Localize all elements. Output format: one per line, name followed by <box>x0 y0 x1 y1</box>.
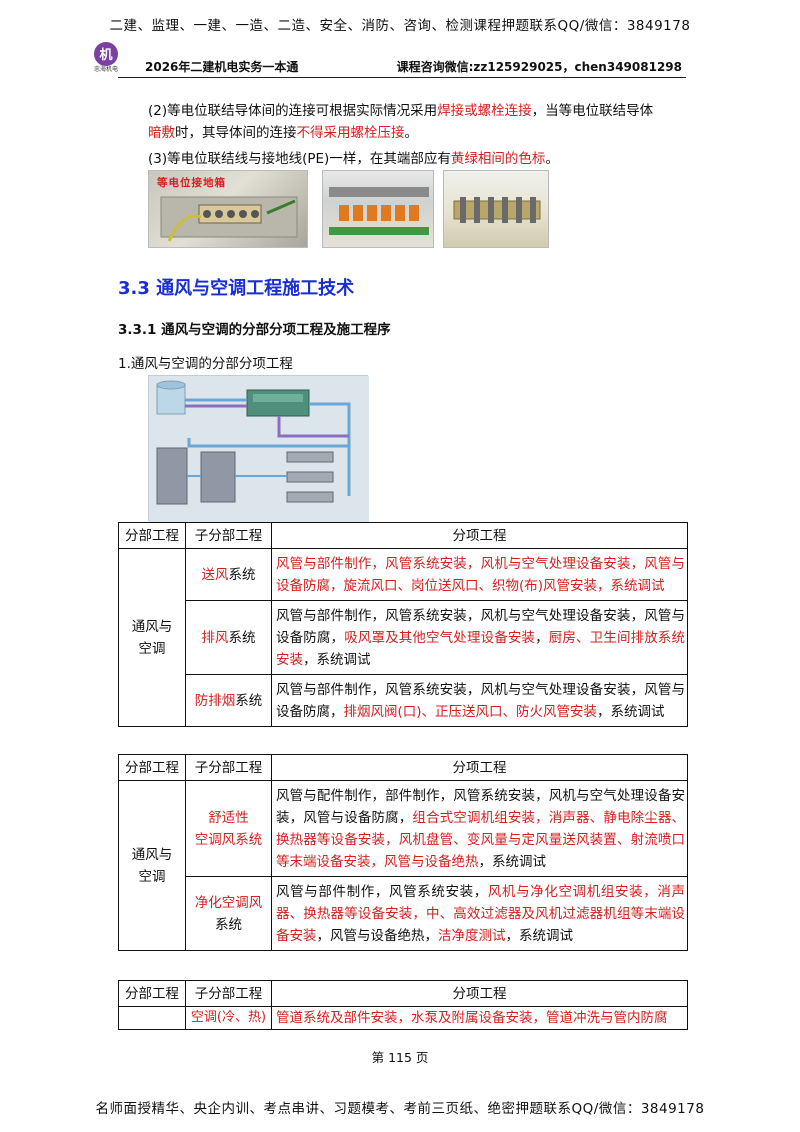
items-cell: 风管与部件制作，风管系统安装，风机与空气处理设备安装，风管与设备防腐，旋流风口、… <box>271 548 688 601</box>
table-row: 排风系统 风管与部件制作，风管系统安装，风机与空气处理设备安装，风管与设备防腐，… <box>119 600 688 675</box>
logo-caption: 忠海机电 <box>93 66 118 73</box>
table-row: 通风与 空调 送风系统 风管与部件制作，风管系统安装，风机与空气处理设备安装，风… <box>118 548 688 727</box>
items-cell: 风管与部件制作，风管系统安装，风机与空气处理设备安装，风管与设备防腐，吸风罩及其… <box>271 600 688 675</box>
highlight: 焊接或螺栓连接 <box>437 103 532 119</box>
section-heading-3-3-1: 3.3.1 通风与空调的分部分项工程及施工程序 <box>118 322 391 338</box>
photo-label: 等电位接地箱 <box>157 177 226 189</box>
division-cell <box>118 1006 186 1030</box>
header-items: 分项工程 <box>271 522 688 549</box>
highlight: 不得采用螺栓压接 <box>296 125 405 141</box>
highlight: 送风 <box>201 566 229 583</box>
text: 风管与部件制作，风管系统安装，风机与空气处理设备安装，风管与设备防腐， <box>276 681 685 720</box>
text: 风管与部件制作，风管系统安装， <box>276 883 488 900</box>
items-cell: 风管与部件制作，风管系统安装，风机与空气处理设备安装，风管与设备防腐，排烟风阀(… <box>271 674 688 727</box>
table-header-row: 分部工程 子分部工程 分项工程 <box>118 980 688 1007</box>
table-row: 防排烟系统 风管与部件制作，风管系统安装，风机与空气处理设备安装，风管与设备防腐… <box>119 674 688 727</box>
subdivision-cell: 舒适性 空调风系统 <box>185 780 272 877</box>
busbar-photo <box>443 170 549 248</box>
subdivision-cell: 排风系统 <box>185 600 272 675</box>
items-cell: 风管与配件制作，部件制作，风管系统安装，风机与空气处理设备安装，风管与设备防腐，… <box>271 780 688 877</box>
table-row: 通风与 空调 舒适性 空调风系统 风管与配件制作，部件制作，风管系统安装，风机与… <box>118 780 688 951</box>
svg-text:机: 机 <box>99 47 112 63</box>
highlight: 组合式空调机组安装，消声器、静电除尘器、换热器等设备安装，风机盘管、变风量与定风… <box>276 809 686 870</box>
hvac-system-diagram <box>148 375 369 522</box>
text: 系统 <box>235 692 263 709</box>
text: ，系统调试 <box>505 927 574 944</box>
table-air-conditioning-systems: 分部工程 子分部工程 分项工程 通风与 空调 舒适性 空调风系统 风管与配件制作… <box>118 754 688 951</box>
items-cell: 管道系统及部件安装，水泵及附属设备安装，管道冲洗与管内防腐 <box>271 1006 688 1030</box>
header-division: 分部工程 <box>118 754 186 781</box>
text: 时，其导体间的连接 <box>175 125 297 141</box>
page-number: 第 115 页 <box>371 1050 429 1065</box>
header-book-title: 2026年二建机电实务一本通 <box>145 60 299 74</box>
terminal-block-photo <box>322 170 434 248</box>
subdivision-cell: 净化空调风系统 <box>185 876 272 951</box>
table-water-systems: 分部工程 子分部工程 分项工程 空调(冷、热) 管道系统及部件安装，水泵及附属设… <box>118 980 688 1030</box>
highlight: 黄绿相间的色标 <box>450 151 546 167</box>
paragraph-equipotential-connection: (2)等电位联结导体间的连接可根据实际情况采用焊接或螺栓连接，当等电位联结导体 … <box>148 100 688 144</box>
bottom-banner: 名师面授精华、央企内训、考点串讲、习题模考、考前三页纸、绝密押题联系QQ/微信：… <box>95 1101 705 1117</box>
text: 风管与配件制作，部件制作，风管系统安装，风机与空气处理设备安装，风管与设备防腐， <box>276 787 685 826</box>
highlight: 净化空调风 <box>194 894 263 911</box>
section-heading-3-3: 3.3 通风与空调工程施工技术 <box>118 278 355 299</box>
highlight: 暗敷 <box>148 125 175 141</box>
subdivision-cell: 防排烟系统 <box>185 674 272 727</box>
text: (3)等电位联结线与接地线(PE)一样，在其端部应有 <box>148 151 451 167</box>
header-items: 分项工程 <box>271 754 688 781</box>
text: 系统 <box>228 566 256 583</box>
text: 系统 <box>228 629 256 646</box>
header-division: 分部工程 <box>118 980 186 1007</box>
highlight: 管道系统及部件安装，水泵及附属设备安装，管道冲洗与管内防腐 <box>276 1010 668 1026</box>
subdivision-cell: 空调(冷、热) <box>185 1006 272 1030</box>
equipotential-box-photo: 等电位接地箱 <box>148 170 308 248</box>
text: ，系统调试 <box>478 853 547 870</box>
division-cell: 通风与 空调 <box>118 548 186 727</box>
text: 风管与部件制作，风管系统安装，风机与空气处理设备安装，风管与设备防腐， <box>276 607 685 646</box>
text: ，当等电位联结导体 <box>531 103 654 119</box>
table-header-row: 分部工程 子分部工程 分项工程 <box>118 522 688 549</box>
text: ，风管与设备绝热， <box>316 927 439 944</box>
highlight: 风机与净化空调机组安装，消声器、换热器等设备安装，中、高效过滤器及风机过滤器机组… <box>276 883 685 944</box>
paragraph-color-marking: (3)等电位联结线与接地线(PE)一样，在其端部应有黄绿相间的色标。 <box>148 148 559 170</box>
table-header-row: 分部工程 子分部工程 分项工程 <box>118 754 688 781</box>
header-subdivision: 子分部工程 <box>185 754 272 781</box>
text: 。 <box>404 125 419 141</box>
subdivision-cell: 送风系统 <box>185 548 272 601</box>
highlight: 风管与部件制作，风管系统安装，风机与空气处理设备安装，风管与设备防腐，旋流风口、… <box>276 555 685 594</box>
text: 。 <box>545 151 559 167</box>
highlight: 舒适性 空调风系统 <box>194 809 263 848</box>
highlight: 洁净度测试 <box>438 927 506 944</box>
highlight: 防排烟 <box>194 692 236 709</box>
text: ，系统调试 <box>597 703 665 720</box>
highlight: 厨房、卫生间排放系统安装 <box>276 629 686 668</box>
company-logo: 机 <box>94 42 118 66</box>
header-subdivision: 子分部工程 <box>185 522 272 549</box>
header-division: 分部工程 <box>118 522 186 549</box>
header-items: 分项工程 <box>271 980 688 1007</box>
division-cell: 通风与 空调 <box>118 780 186 951</box>
top-banner: 二建、监理、一建、一造、二造、安全、消防、咨询、检测课程押题联系QQ/微信：38… <box>109 18 691 34</box>
text: ，系统调试 <box>303 651 371 668</box>
text: ， <box>535 629 549 646</box>
subheading-1: 1.通风与空调的分部分项工程 <box>118 356 293 372</box>
text: 系统 <box>215 916 242 933</box>
table-row: 空调(冷、热) 管道系统及部件安装，水泵及附属设备安装，管道冲洗与管内防腐 <box>118 1006 688 1030</box>
table-ventilation-systems: 分部工程 子分部工程 分项工程 通风与 空调 送风系统 风管与部件制作，风管系统… <box>118 522 688 727</box>
highlight: 空调(冷、热) <box>190 1010 267 1025</box>
header-divider <box>118 77 686 78</box>
header-subdivision: 子分部工程 <box>185 980 272 1007</box>
highlight: 排风 <box>201 629 229 646</box>
table-row: 净化空调风系统 风管与部件制作，风管系统安装，风机与净化空调机组安装，消声器、换… <box>119 876 688 951</box>
highlight: 吸风罩及其他空气处理设备安装 <box>344 629 536 646</box>
items-cell: 风管与部件制作，风管系统安装，风机与净化空调机组安装，消声器、换热器等设备安装，… <box>271 876 688 951</box>
text: (2)等电位联结导体间的连接可根据实际情况采用 <box>148 103 438 119</box>
highlight: 排烟风阀(口)、正压送风口、防火风管安装 <box>343 703 598 720</box>
header-contact: 课程咨询微信:zz125929025，chen349081298 <box>396 60 682 74</box>
